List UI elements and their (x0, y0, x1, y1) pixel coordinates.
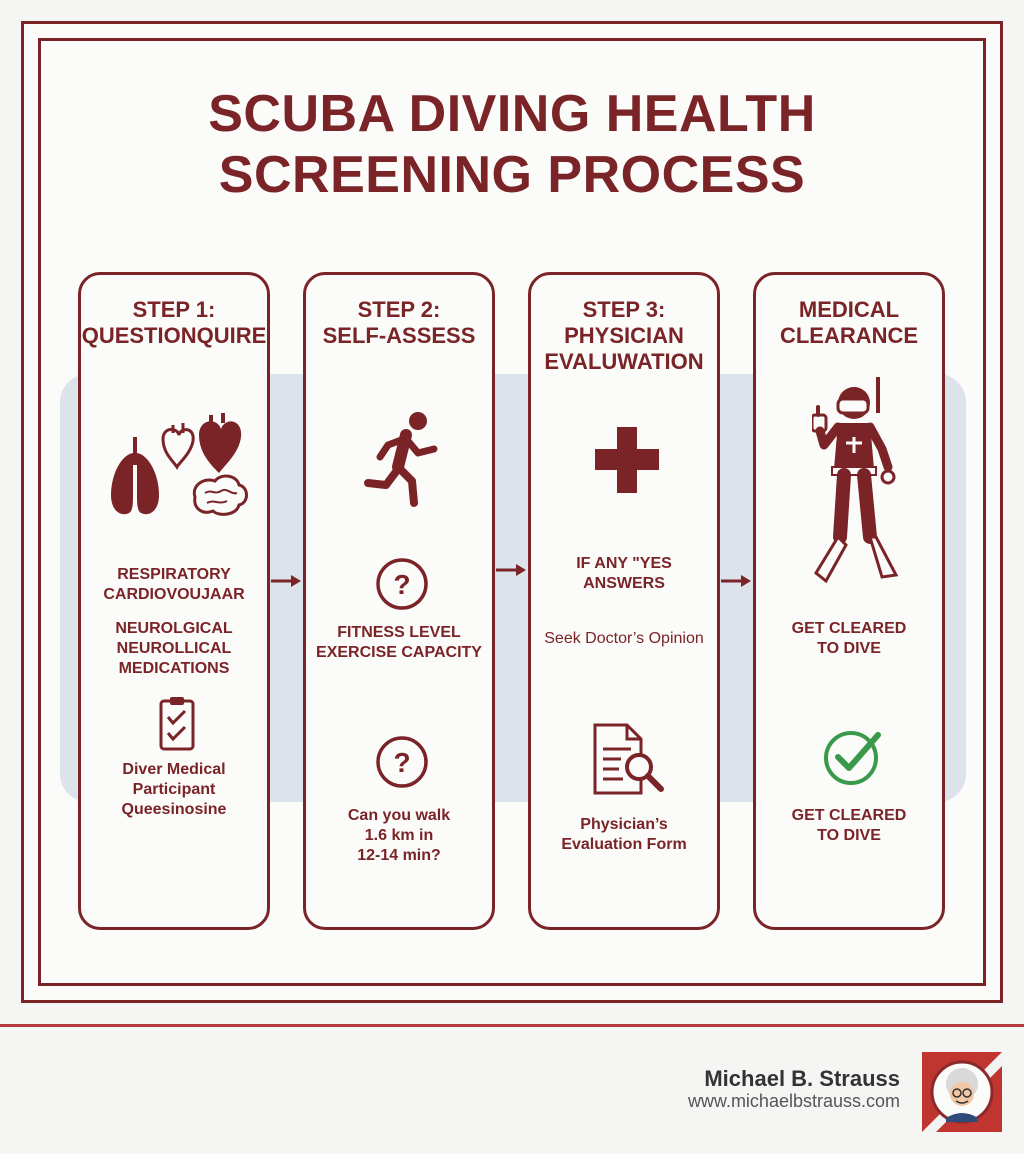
clearance-text-1: GET CLEARED TO DIVE (756, 619, 942, 659)
step-3-title-line-1: STEP 3: (582, 297, 666, 322)
answers-text: ANSWERS (583, 575, 665, 592)
author-name: Michael B. Strauss (704, 1066, 900, 1091)
clearance-title: MEDICAL CLEARANCE (756, 297, 942, 349)
step-1-title-line-2: QUESTIONQUIRE (81, 323, 267, 348)
form-line-1: Diver Medical (122, 761, 226, 778)
step-3-if-yes: IF ANY "YES ANSWERS (531, 554, 717, 594)
medical-clearance-card: MEDICAL CLEARANCE GET CLEARED TO DIVE (753, 272, 945, 930)
question-icon-1: ? (376, 558, 428, 610)
step-1-conditions: RESPIRATORY CARDIOVOUJAAR NEUROLGICAL NE… (81, 565, 267, 679)
if-any-yes-text: IF ANY "YES (576, 555, 672, 572)
footer-divider (0, 1024, 1024, 1027)
clearance-title-line-1: MEDICAL (798, 297, 900, 322)
step-1-title: STEP 1: QUESTIONQUIRE (81, 297, 267, 349)
step-3-title-line-3: EVALUWATION (544, 349, 704, 374)
walk-line-2: 1.6 km in (364, 827, 434, 844)
form-line-3: Queesinosine (121, 801, 227, 818)
condition-cardiovascular: CARDIOVOUJAAR (103, 586, 245, 603)
arrow-3-icon (721, 575, 751, 587)
scuba-diver-icon (812, 377, 899, 584)
clearance-title-line-2: CLEARANCE (779, 323, 919, 348)
walk-line-3: 12-14 min? (357, 847, 441, 864)
clipboard-checklist-icon (159, 697, 195, 751)
medical-cross-icon (595, 427, 659, 493)
walk-line-1: Can you walk (347, 807, 451, 824)
condition-medications: MEDICATIONS (118, 660, 230, 677)
author-url[interactable]: www.michaelbstrauss.com (687, 1091, 900, 1111)
condition-neurological-1: NEUROLGICAL (115, 620, 233, 637)
step-1-title-line-1: STEP 1: (132, 297, 216, 322)
to-dive-line-2: TO DIVE (817, 827, 881, 844)
step-2-walk-question: Can you walk 1.6 km in 12-14 min? (306, 806, 492, 866)
step-3-title-line-2: PHYSICIAN (564, 323, 684, 348)
arrow-1-icon (271, 575, 301, 587)
page-title: SCUBA DIVING HEALTH SCREENING PROCESS (208, 85, 816, 204)
organs-icon (111, 413, 248, 516)
get-cleared-line-1: GET CLEARED (791, 620, 907, 637)
get-cleared-line-2: GET CLEARED (791, 807, 907, 824)
seek-doctor-text: Seek Doctor’s Opinion (544, 630, 704, 647)
fitness-level-text: FITNESS LEVEL (337, 624, 461, 641)
evaluation-form-text: Evaluation Form (561, 836, 687, 853)
to-dive-line-1: TO DIVE (817, 640, 881, 657)
author-avatar (922, 1052, 1002, 1132)
step-3-title: STEP 3: PHYSICIAN EVALUWATION (531, 297, 717, 375)
question-icon-2: ? (376, 736, 428, 788)
step-2-title-line-1: STEP 2: (357, 297, 441, 322)
running-person-icon (364, 412, 438, 507)
svg-text:?: ? (393, 569, 410, 600)
arrow-2-icon (496, 564, 526, 576)
step-2-title-line-2: SELF-ASSESS (322, 323, 476, 348)
inner-frame (38, 38, 986, 986)
physicians-text: Physician’s (580, 816, 668, 833)
checkmark-icon (824, 731, 881, 785)
condition-neurological-2: NEUROLLICAL (116, 640, 232, 657)
step-1-card: STEP 1: QUESTIONQUIRE RESPIRATORY CARDIO… (78, 272, 270, 930)
form-line-2: Participant (132, 781, 216, 798)
exercise-capacity-text: EXERCISE CAPACITY (316, 644, 482, 661)
step-3-form-name: Physician’s Evaluation Form (531, 815, 717, 855)
step-1-form-name: Diver Medical Participant Queesinosine (81, 760, 267, 820)
condition-respiratory: RESPIRATORY (117, 566, 231, 583)
clearance-text-2: GET CLEARED TO DIVE (756, 806, 942, 846)
document-magnifier-icon (593, 723, 664, 795)
svg-text:?: ? (393, 747, 410, 778)
step-2-card: STEP 2: SELF-ASSESS ? FITNESS LEVEL EXER… (303, 272, 495, 930)
step-3-card: STEP 3: PHYSICIAN EVALUWATION IF ANY "YE… (528, 272, 720, 930)
step-2-fitness: FITNESS LEVEL EXERCISE CAPACITY (306, 623, 492, 663)
step-2-title: STEP 2: SELF-ASSESS (306, 297, 492, 349)
